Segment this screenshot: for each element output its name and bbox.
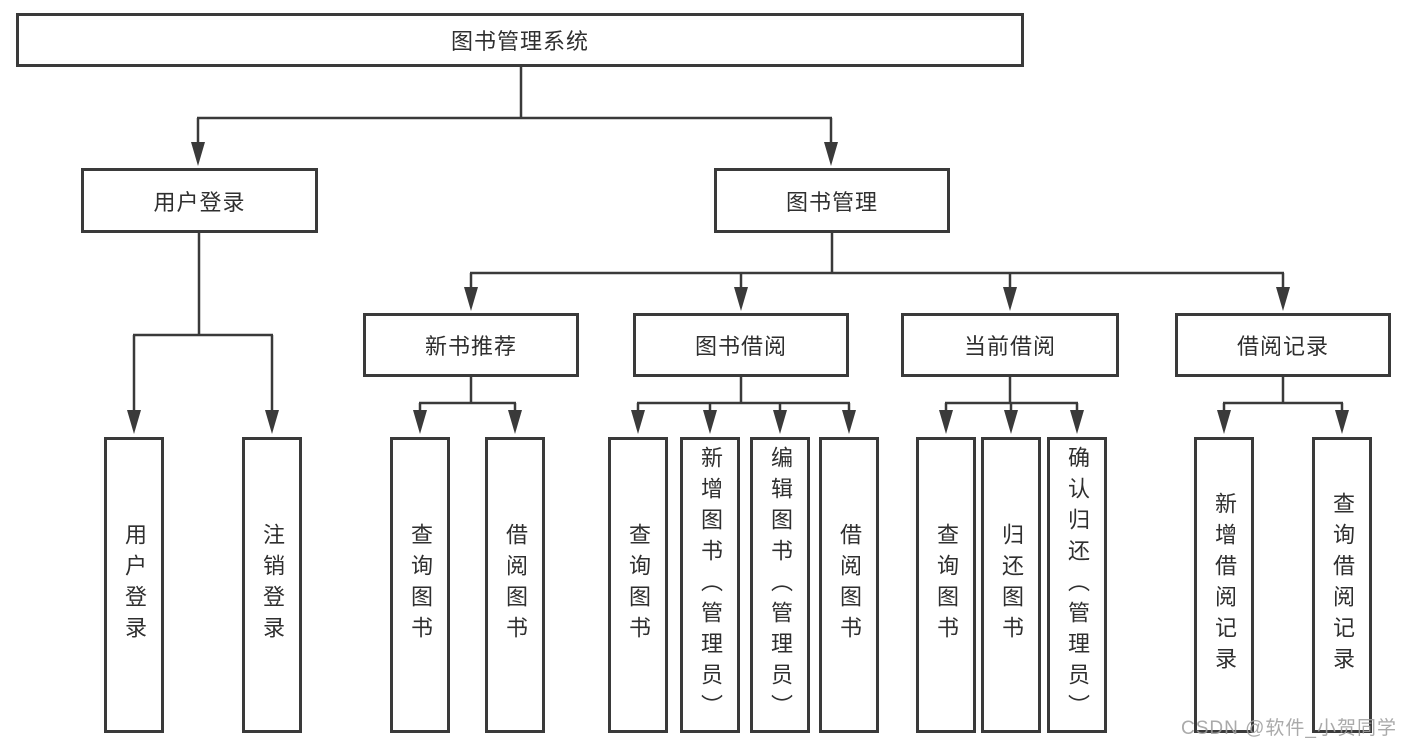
connector-book-management-branch	[464, 233, 1290, 311]
leaf-confirm-return-admin: 确认归还（管理员）	[1047, 437, 1107, 733]
connector-new-book-recommend-branch	[413, 377, 522, 434]
leaf-borrow-books-recommend-label: 借阅图书	[503, 523, 528, 647]
connector-root-to-level2	[191, 67, 838, 166]
leaf-borrow-books-label: 借阅图书	[837, 523, 862, 647]
leaf-add-book-admin: 新增图书（管理员）	[680, 437, 740, 733]
leaf-add-book-admin-label: 新增图书（管理员）	[698, 445, 723, 725]
node-root: 图书管理系统	[16, 13, 1024, 67]
node-new-book-recommend: 新书推荐	[363, 313, 579, 377]
node-book-management: 图书管理	[714, 168, 950, 233]
leaf-query-borrow-record-label: 查询借阅记录	[1330, 492, 1355, 678]
leaf-user-login-label: 用户登录	[122, 523, 147, 647]
leaf-borrow-books-recommend: 借阅图书	[485, 437, 545, 733]
leaf-query-books-current-label: 查询图书	[934, 523, 959, 647]
leaf-return-book-label: 归还图书	[999, 523, 1024, 647]
node-current-borrow: 当前借阅	[901, 313, 1119, 377]
node-user-login: 用户登录	[81, 168, 318, 233]
leaf-query-books-current: 查询图书	[916, 437, 976, 733]
leaf-query-borrow-record: 查询借阅记录	[1312, 437, 1372, 733]
node-book-borrow: 图书借阅	[633, 313, 849, 377]
leaf-query-books-borrow: 查询图书	[608, 437, 668, 733]
watermark: CSDN @软件_小贺同学	[1181, 718, 1397, 739]
leaf-borrow-books: 借阅图书	[819, 437, 879, 733]
leaf-logout-label: 注销登录	[260, 523, 285, 647]
node-borrow-records: 借阅记录	[1175, 313, 1391, 377]
leaf-edit-book-admin: 编辑图书（管理员）	[750, 437, 810, 733]
leaf-query-books-recommend-label: 查询图书	[408, 523, 433, 647]
leaf-user-login: 用户登录	[104, 437, 164, 733]
leaf-logout: 注销登录	[242, 437, 302, 733]
leaf-confirm-return-admin-label: 确认归还（管理员）	[1065, 445, 1090, 725]
leaf-return-book: 归还图书	[981, 437, 1041, 733]
connector-user-login-branch	[127, 233, 279, 434]
connector-current-borrow-branch	[939, 377, 1084, 434]
connector-book-borrow-branch	[631, 377, 856, 434]
leaf-add-borrow-record: 新增借阅记录	[1194, 437, 1254, 733]
leaf-add-borrow-record-label: 新增借阅记录	[1212, 492, 1237, 678]
connector-borrow-records-branch	[1217, 377, 1349, 434]
leaf-query-books-borrow-label: 查询图书	[626, 523, 651, 647]
leaf-query-books-recommend: 查询图书	[390, 437, 450, 733]
leaf-edit-book-admin-label: 编辑图书（管理员）	[768, 445, 793, 725]
